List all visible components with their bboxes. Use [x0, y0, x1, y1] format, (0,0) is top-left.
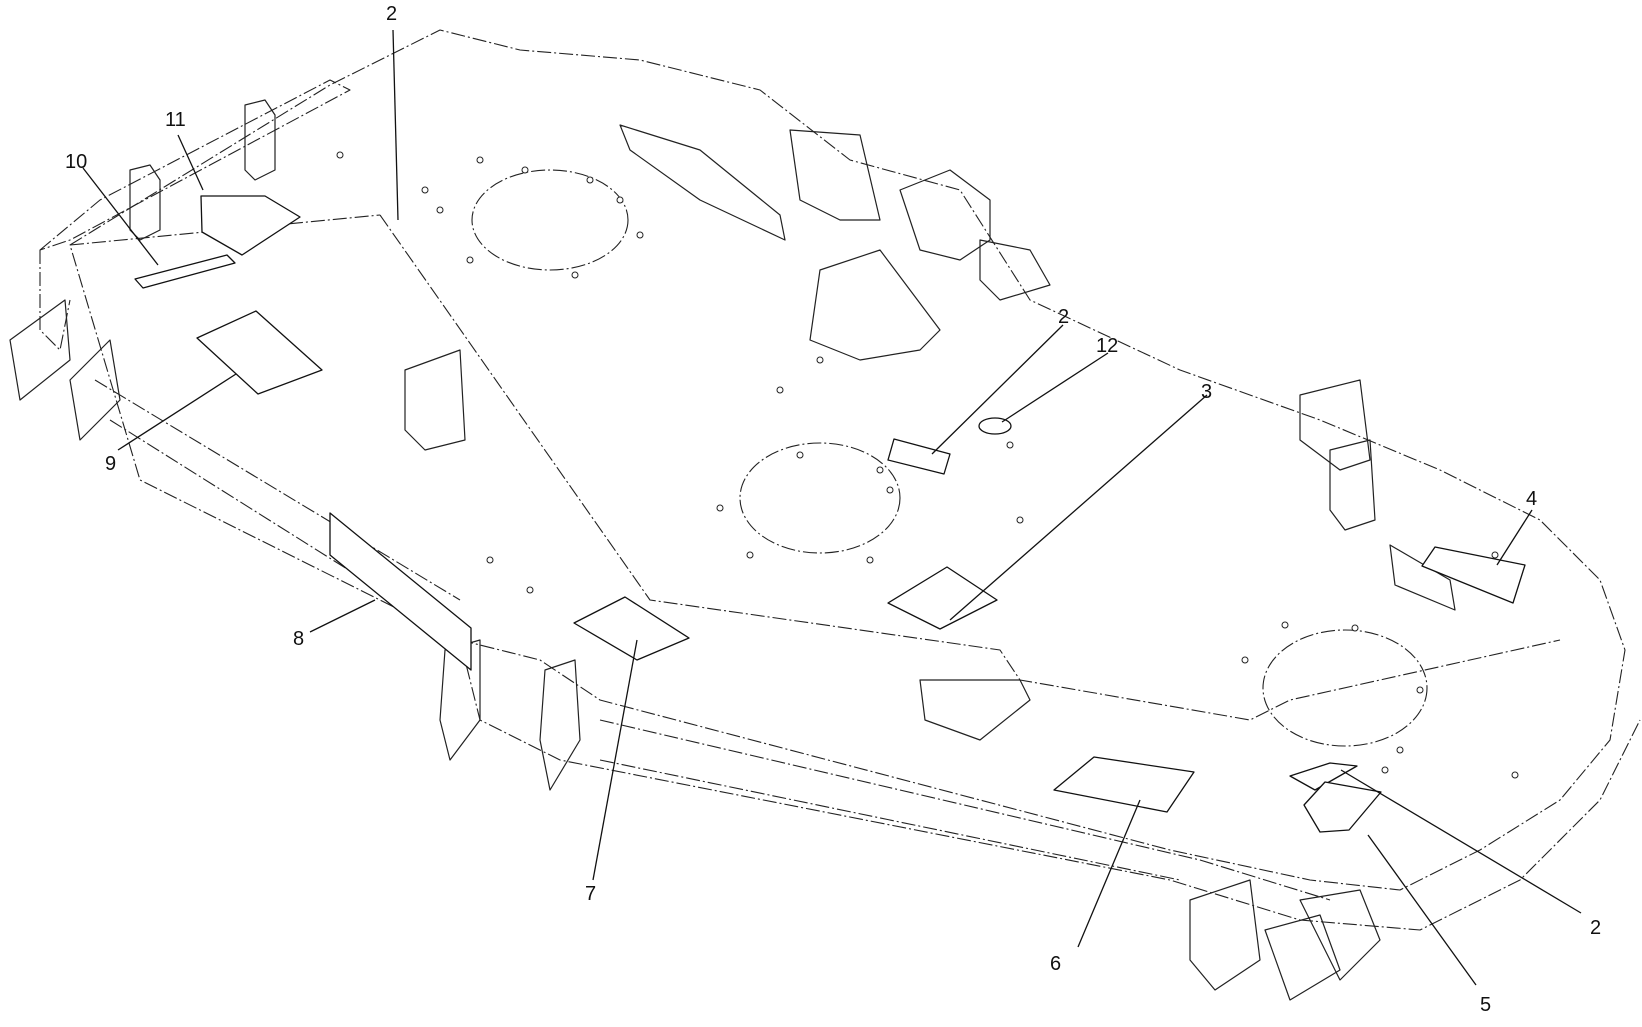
leader-lines: [82, 29, 1582, 986]
decal-4: [1421, 546, 1526, 604]
deck-holes: [336, 151, 1519, 779]
decal-2-skirt: [1289, 762, 1358, 791]
callout-6: 6: [1050, 953, 1061, 975]
decals: [134, 195, 1526, 833]
decal-6: [1053, 756, 1195, 813]
callout-9: 9: [105, 453, 116, 475]
callout-11: 11: [165, 109, 186, 131]
callout-2-lower: 2: [1590, 917, 1601, 939]
decal-7: [573, 596, 690, 661]
callout-10: 10: [65, 151, 87, 173]
mower-deck-outline: [39, 29, 1641, 931]
spindle-openings: [471, 169, 1428, 747]
callout-2-middle: 2: [1058, 306, 1069, 328]
callout-5: 5: [1480, 994, 1491, 1016]
decal-2-top: [887, 438, 951, 475]
callout-2-upper: 2: [386, 3, 397, 25]
callouts: 2 11 10 9 8 7 2 12 3 4 6 5 2: [65, 3, 1601, 1016]
decal-8: [329, 512, 472, 671]
decal-12: [978, 417, 1012, 435]
decal-9: [196, 310, 323, 395]
decal-10: [134, 254, 236, 289]
decal-5: [1303, 781, 1382, 833]
decal-3: [887, 566, 998, 630]
callout-3: 3: [1201, 381, 1212, 403]
callout-7: 7: [585, 883, 596, 905]
callout-8: 8: [293, 628, 304, 650]
decal-11: [200, 195, 301, 256]
deck-brackets: [9, 99, 1456, 1001]
callout-4: 4: [1526, 488, 1537, 510]
callout-12: 12: [1096, 335, 1118, 357]
